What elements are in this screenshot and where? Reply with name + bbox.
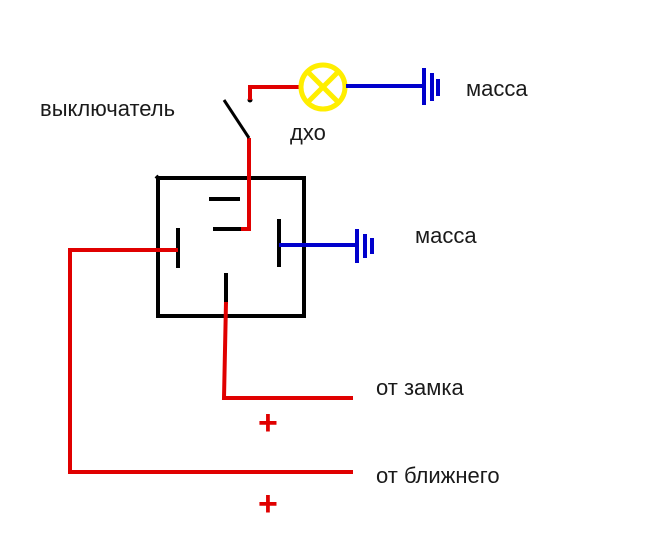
from-ignition-label: от замка — [376, 375, 464, 400]
plus-sign-low-beam: + — [258, 485, 278, 523]
red-wire-switch-relay — [241, 138, 251, 231]
lamp-label: дхо — [290, 120, 326, 145]
relay-corner-mark — [154, 174, 160, 180]
from-low-beam-label: от ближнего — [376, 463, 500, 488]
red-wire-ignition — [221, 301, 353, 400]
plus-sign-ignition: + — [258, 404, 278, 442]
ground-mid-label: масса — [415, 223, 477, 248]
ground-icon — [355, 229, 374, 263]
ground-icon — [422, 68, 440, 105]
ground-top-label: масса — [466, 76, 528, 101]
lamp-icon — [298, 62, 348, 112]
switch-icon — [222, 99, 251, 139]
red-wire-low-beam — [68, 248, 353, 474]
red-wire-switch-lamp — [248, 85, 302, 100]
switch-label: выключатель — [40, 96, 176, 121]
